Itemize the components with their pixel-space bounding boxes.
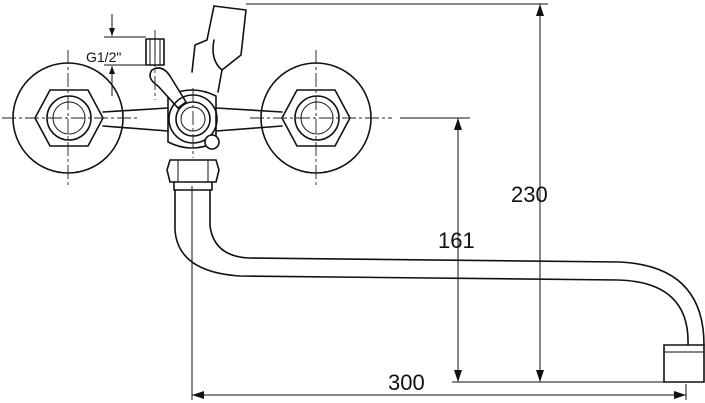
- thread-label: G1/2": [86, 49, 121, 65]
- shower-outlet: [191, 5, 247, 93]
- height-dimension-161: 161: [400, 117, 475, 382]
- mixer-body: [102, 89, 283, 149]
- spout-pipe: [174, 189, 705, 383]
- total-height-label: 230: [511, 182, 548, 207]
- height-dimension-230: 230: [246, 3, 548, 382]
- spout-length-label: 300: [388, 370, 425, 395]
- diverter-lever: [149, 67, 188, 110]
- thread-dimension: G1/2": [86, 14, 146, 96]
- length-dimension-300: 300: [191, 186, 687, 400]
- spout-nut: [166, 159, 220, 191]
- center-lines: [2, 30, 392, 186]
- spout-height-label: 161: [438, 228, 475, 253]
